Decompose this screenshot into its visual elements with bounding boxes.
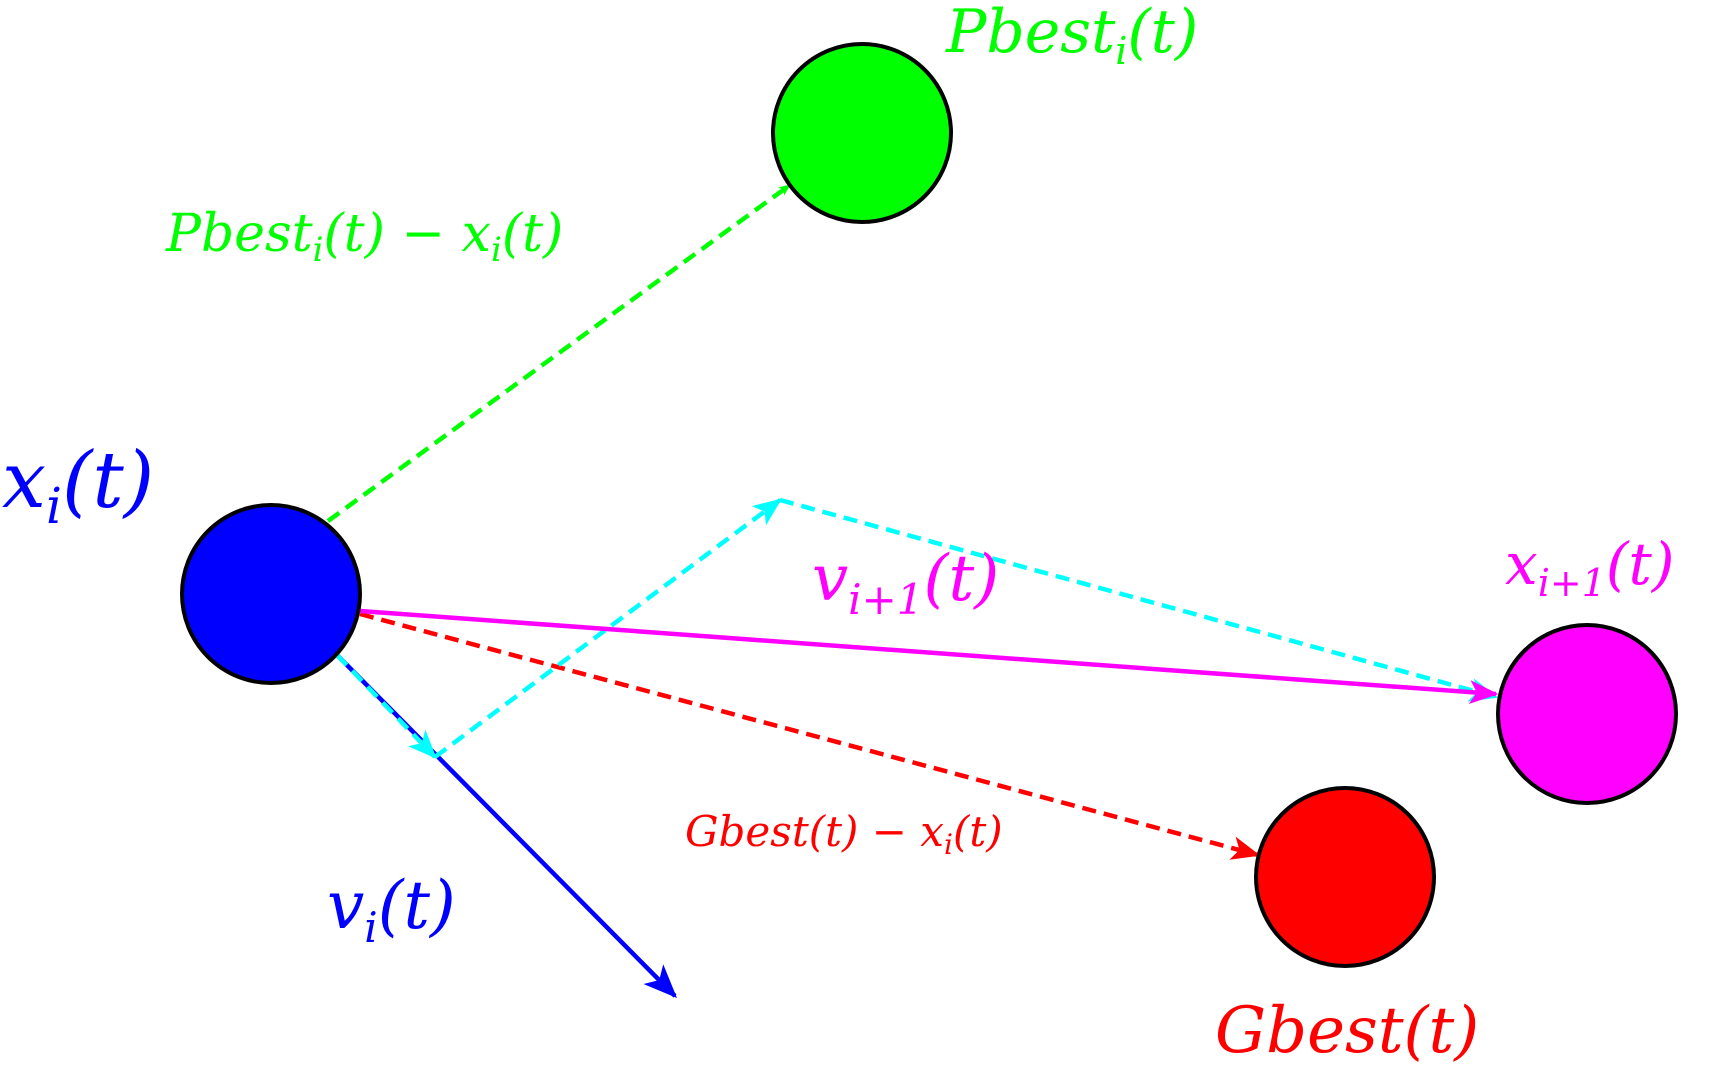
velocity-label: vi(t)	[327, 867, 456, 952]
pbest-difference-label: Pbesti(t) − xi(t)	[165, 204, 563, 270]
construction-arrow-1	[335, 653, 437, 759]
current-position-node	[180, 503, 362, 685]
velocity-arrow	[335, 653, 677, 998]
gbest-label: Gbest(t)	[1215, 994, 1479, 1065]
next-position-label: xi+1(t)	[1505, 530, 1674, 605]
gbest-difference-arrow	[359, 611, 1261, 860]
construction-arrow-3	[779, 497, 1499, 702]
construction-arrow-2	[433, 498, 782, 759]
pbest-label: Pbesti(t)	[945, 0, 1198, 73]
new-velocity-label: vi+1(t)	[812, 542, 999, 624]
current-position-label: xi(t)	[2, 436, 154, 535]
gbest-difference-label: Gbest(t) − xi(t)	[685, 807, 1003, 861]
gbest-node	[1254, 786, 1436, 968]
pbest-difference-arrow	[326, 183, 792, 523]
next-position-node	[1496, 623, 1678, 805]
new-velocity-arrow	[359, 608, 1499, 705]
pbest-node	[771, 42, 953, 224]
